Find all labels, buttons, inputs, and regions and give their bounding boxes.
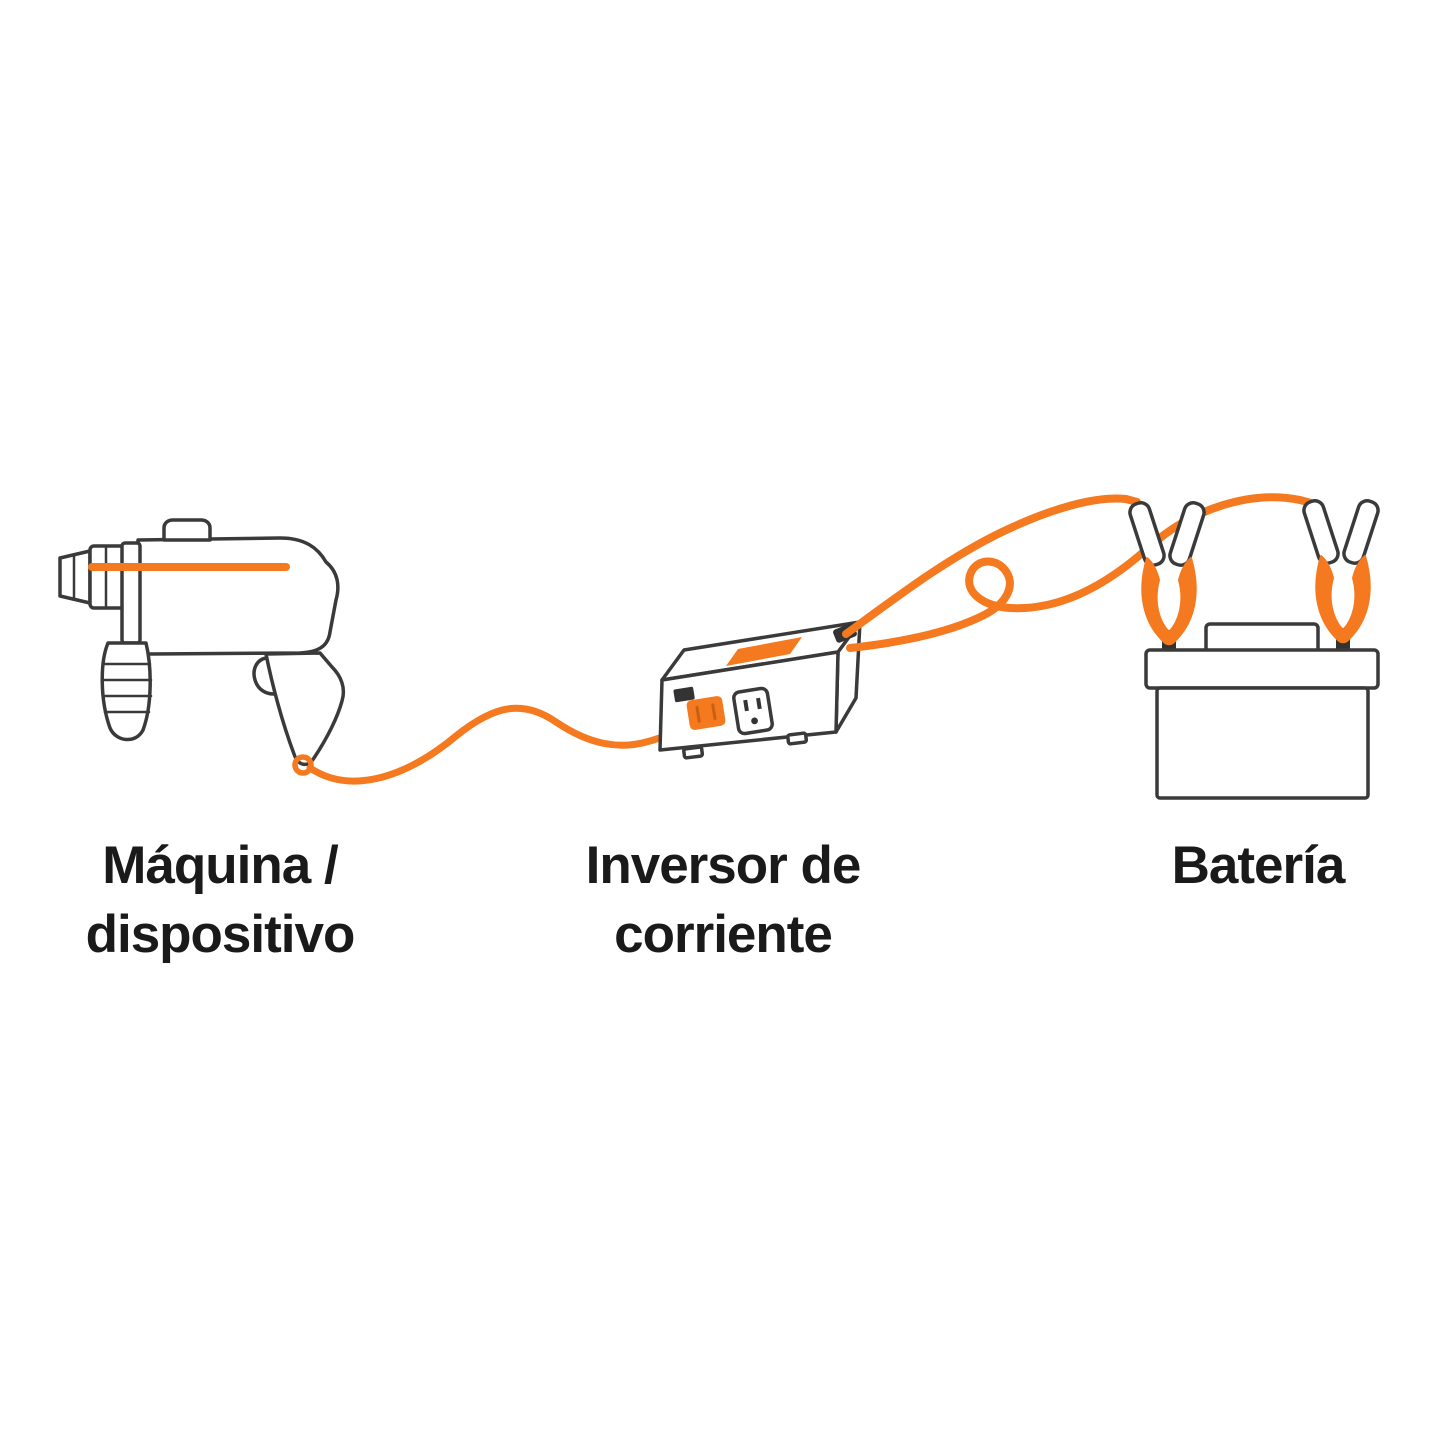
- inverter-plug[interactable]: [686, 695, 726, 730]
- inverter-foot-right: [786, 731, 809, 746]
- drill-grip: [264, 651, 346, 767]
- clamp-handle: [1168, 501, 1206, 567]
- battery-body: [1155, 686, 1370, 800]
- drill-side-handle: [100, 641, 152, 742]
- drill-body: [136, 536, 340, 656]
- battery-center-cap: [1204, 622, 1320, 654]
- clamp-jaw: [1315, 555, 1371, 644]
- clamp-handle: [1302, 499, 1340, 565]
- label-machine: Máquina / dispositivo: [85, 836, 356, 964]
- label-battery: Batería: [1171, 836, 1346, 895]
- drill-icon: [58, 518, 346, 776]
- clamp-handle: [1128, 501, 1166, 567]
- clamp-handle: [1342, 499, 1380, 565]
- inverter-outlet[interactable]: [732, 686, 774, 736]
- battery-clamp-icon-right: [1302, 499, 1380, 644]
- car-battery-icon: [1144, 622, 1380, 800]
- inverter-brand-label: [726, 637, 802, 666]
- inverter-outlet-ground-hole: [751, 717, 758, 725]
- inverter-foot-left: [682, 745, 705, 760]
- label-inverter: Inversor de corriente: [585, 836, 862, 964]
- drill-rod-bracket: [120, 541, 142, 645]
- inverter-outlet-slot-left: [743, 699, 749, 712]
- drill-side-handle-ribs: [101, 662, 153, 714]
- inverter-plug-slot: [695, 703, 717, 723]
- clamp-jaw: [1141, 557, 1197, 646]
- power-cable-drill-to-inverter: [306, 704, 692, 785]
- battery-lid: [1144, 648, 1380, 690]
- power-inverter-icon: [658, 620, 862, 760]
- inverter-outlet-slot-right: [756, 697, 762, 710]
- battery-clamp-icon-left: [1128, 501, 1206, 646]
- drill-top-cap: [162, 518, 212, 542]
- clamp-cable-positive: [842, 494, 1141, 638]
- drill-trigger: [252, 656, 276, 696]
- inverter-switch[interactable]: [673, 686, 695, 703]
